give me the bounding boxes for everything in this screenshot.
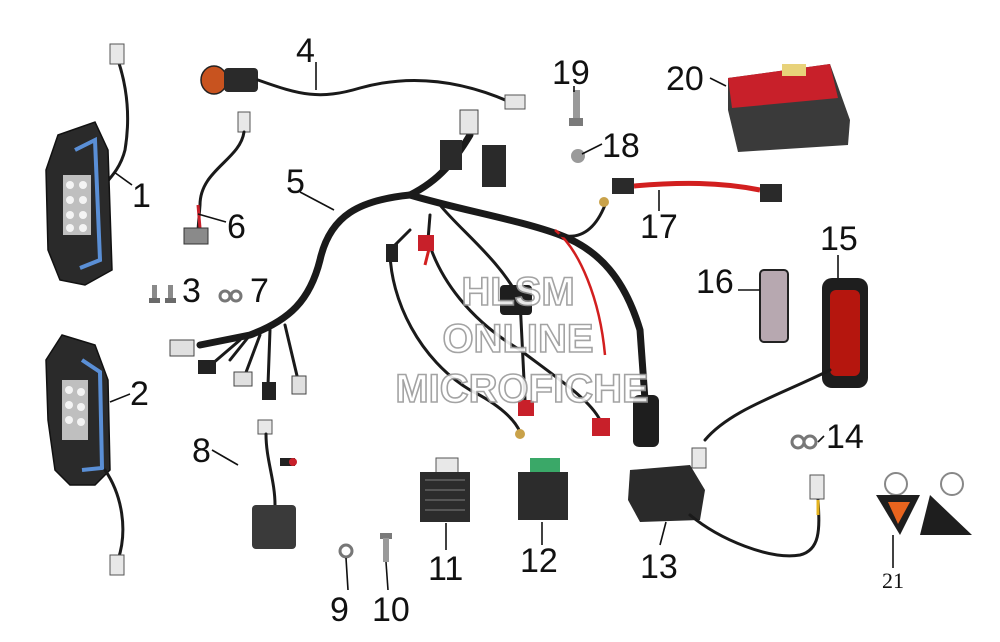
part-4-switch-harness [200, 65, 526, 110]
callout-21: 21 [882, 568, 904, 593]
part-13-starter-relay [628, 447, 825, 558]
part-10-bolt [380, 533, 392, 562]
callout-19: 19 [552, 54, 590, 92]
part-2-headlight-right [45, 334, 125, 576]
part-18-nut [571, 149, 585, 163]
callout-8: 8 [192, 432, 211, 470]
watermark: HLSM ONLINE MICROFICHE [395, 269, 650, 412]
callout-13: 13 [640, 548, 678, 586]
callout-14: 14 [826, 418, 864, 456]
part-12-cdi [518, 458, 568, 520]
part-8-module [252, 419, 297, 549]
callout-6: 6 [227, 208, 246, 246]
part-15-tail-light [703, 278, 868, 442]
part-21-key-tags [876, 472, 972, 535]
callout-17: 17 [640, 208, 678, 246]
callout-20: 20 [666, 60, 704, 98]
callout-12: 12 [520, 542, 558, 580]
part-1-headlight-left [45, 43, 130, 286]
callout-15: 15 [820, 220, 858, 258]
watermark-line-3: MICROFICHE [395, 367, 648, 411]
callout-16: 16 [696, 263, 734, 301]
leader-lines [109, 62, 894, 591]
callout-5: 5 [286, 163, 305, 201]
callout-1: 1 [132, 177, 151, 215]
part-17-battery-cable [612, 178, 782, 202]
part-3-screws [149, 285, 176, 303]
part-6-sensor-lead [183, 111, 251, 245]
part-9-nut [338, 543, 354, 559]
callout-9: 9 [330, 591, 349, 629]
callout-2: 2 [130, 375, 149, 413]
callout-labels: 1 2 3 4 5 6 7 8 9 10 11 12 13 14 15 16 1… [130, 32, 904, 629]
part-11-regulator [420, 457, 470, 522]
part-20-battery [728, 64, 850, 152]
watermark-line-1: HLSM [461, 270, 574, 314]
callout-10: 10 [372, 591, 410, 629]
part-19-bolt [569, 90, 583, 126]
callout-18: 18 [602, 127, 640, 165]
part-14-nuts [790, 434, 818, 450]
part-7-nuts [218, 289, 243, 303]
part-16-reflector [759, 269, 789, 343]
callout-11: 11 [428, 550, 463, 588]
watermark-line-2: ONLINE [442, 317, 593, 361]
callout-4: 4 [296, 32, 315, 70]
callout-7: 7 [250, 272, 269, 310]
callout-3: 3 [182, 272, 201, 310]
part-5-main-harness [169, 109, 659, 447]
